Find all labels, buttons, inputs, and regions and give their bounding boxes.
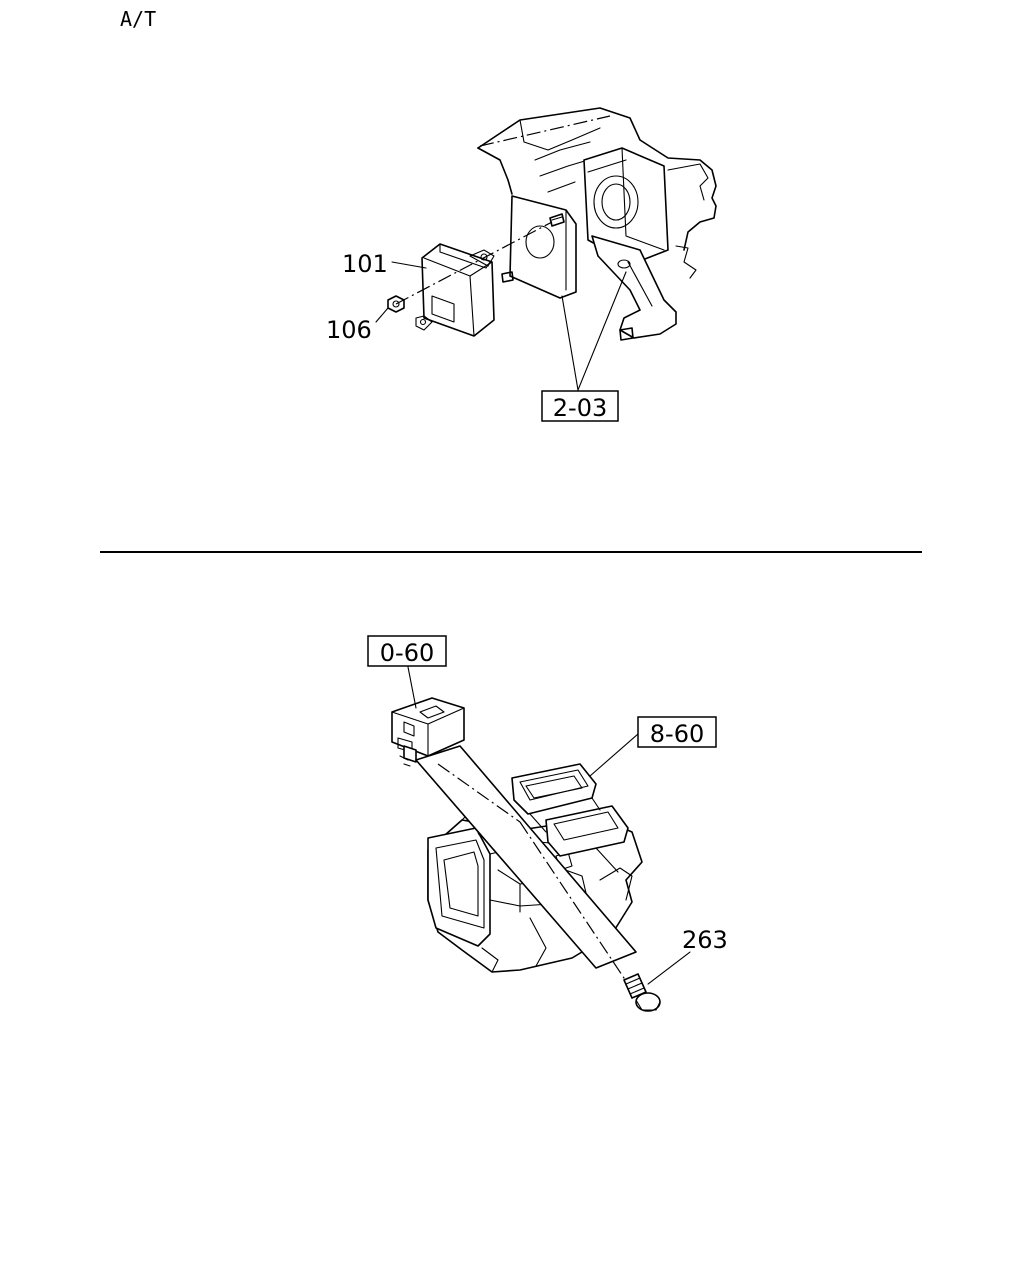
upper-diagram: 101 106 2-03 bbox=[326, 107, 717, 422]
callout-box-2-03 bbox=[541, 390, 619, 422]
stud-left bbox=[501, 271, 514, 283]
callout-0-60: 0-60 bbox=[380, 639, 434, 667]
duct-outlet-8-60 bbox=[511, 763, 629, 857]
leader-263 bbox=[647, 951, 691, 985]
callout-263: 263 bbox=[682, 926, 728, 954]
variant-label: A/T bbox=[120, 7, 156, 31]
callout-106: 106 bbox=[326, 316, 372, 344]
leader-106 bbox=[375, 307, 389, 323]
assembly-centerline-upper bbox=[395, 221, 553, 305]
callout-2-03: 2-03 bbox=[553, 394, 607, 422]
callout-8-60: 8-60 bbox=[650, 720, 704, 748]
assembly-centerline-lower-b bbox=[519, 821, 633, 991]
leader-101 bbox=[391, 261, 427, 269]
leader-2-03-a bbox=[561, 295, 579, 391]
callout-box-8-60 bbox=[637, 716, 717, 748]
lower-diagram: 0-60 8-60 263 bbox=[367, 635, 728, 1012]
stud-upper bbox=[549, 213, 565, 227]
leader-2-03-b bbox=[577, 271, 627, 391]
leader-0-60 bbox=[407, 666, 417, 709]
dash-bracket-assembly bbox=[477, 107, 717, 341]
leader-8-60 bbox=[589, 733, 639, 777]
screw-263 bbox=[623, 973, 661, 1012]
stud-lower bbox=[619, 327, 634, 341]
callout-box-0-60 bbox=[367, 635, 447, 667]
assembly-centerline-lower-a bbox=[437, 763, 521, 823]
module-0-60 bbox=[391, 697, 465, 767]
callout-101: 101 bbox=[342, 250, 388, 278]
control-module-101 bbox=[415, 243, 495, 337]
